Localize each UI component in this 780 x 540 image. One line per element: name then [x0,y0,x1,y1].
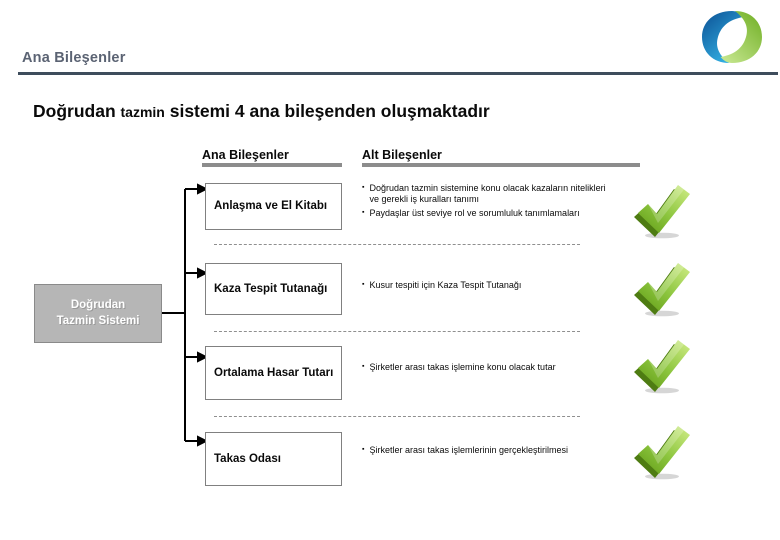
bullet-marker: ▪ [362,363,365,370]
list-item: ▪ Paydaşlar üst seviye rol ve sorumluluk… [362,208,612,219]
brand-swirl-logo-icon [702,11,762,63]
title-rule-line [18,72,778,75]
column-header-alt-bilesenler: Alt Bileşenler [362,148,442,162]
list-item: ▪ Kusur tespiti için Kaza Tespit Tutanağ… [362,280,612,291]
bullet-marker: ▪ [362,208,365,216]
bullet-text: Kusur tespiti için Kaza Tespit Tutanağı [369,280,522,290]
column-header-ana-bilesenler: Ana Bileşenler [202,148,289,162]
sub-components-row1: ▪ Doğrudan tazmin sistemine konu olacak … [362,183,612,221]
subtitle-lead: Doğrudan [33,101,116,121]
column-header-bar [362,163,640,167]
page-title: Ana Bileşenler [22,50,126,66]
bullet-marker: ▪ [362,184,365,191]
list-item: ▪ Şirketler arası takas işlemine konu ol… [362,362,612,373]
system-box-line2: Tazmin Sistemi [56,314,140,327]
component-box-kaza-tespit: Kaza Tespit Tutanağı [205,263,342,315]
green-check-icon [632,259,698,317]
component-box-anlasma: Anlaşma ve El Kitabı [205,183,342,230]
bullet-text: Paydaşlar üst seviye rol ve sorumluluk t… [369,207,580,218]
slide-subtitle: Doğrudan tazmin sistemi 4 ana bileşenden… [33,101,490,122]
system-box-line1: Doğrudan [70,298,126,311]
dashed-separator [214,416,580,417]
list-item: ▪ Şirketler arası takas işlemlerinin ger… [362,445,612,456]
bullet-marker: ▪ [362,446,365,453]
list-item: ▪ Doğrudan tazmin sistemine konu olacak … [362,183,612,205]
system-root-box: Doğrudan Tazmin Sistemi [34,284,162,343]
connector-tree [162,183,209,447]
green-check-icon [632,336,698,394]
component-label: Anlaşma ve El Kitabı [214,200,328,213]
sub-components-row4: ▪ Şirketler arası takas işlemlerinin ger… [362,445,612,459]
green-check-icon [632,422,698,480]
dashed-separator [214,331,580,332]
component-box-ortalama-hasar: Ortalama Hasar Tutarı [205,346,342,400]
bullet-text: Doğrudan tazmin sistemine konu olacak ka… [369,183,606,204]
dashed-separator [214,244,580,245]
component-label: Takas Odası [214,452,281,465]
component-box-takas-odasi: Takas Odası [205,432,342,486]
subtitle-small-word: tazmin [120,104,165,120]
column-header-bar [202,163,342,167]
bullet-text: Şirketler arası takas işlemine konu olac… [369,362,556,372]
bullet-text: Şirketler arası takas işlemlerinin gerçe… [369,445,569,455]
green-check-icon [632,181,698,239]
component-label: Ortalama Hasar Tutarı [214,366,334,379]
sub-components-row3: ▪ Şirketler arası takas işlemine konu ol… [362,362,612,376]
sub-components-row2: ▪ Kusur tespiti için Kaza Tespit Tutanağ… [362,280,612,294]
bullet-marker: ▪ [362,281,365,288]
subtitle-rest: sistemi 4 ana bileşenden oluşmaktadır [169,101,490,121]
component-label: Kaza Tespit Tutanağı [214,282,328,295]
